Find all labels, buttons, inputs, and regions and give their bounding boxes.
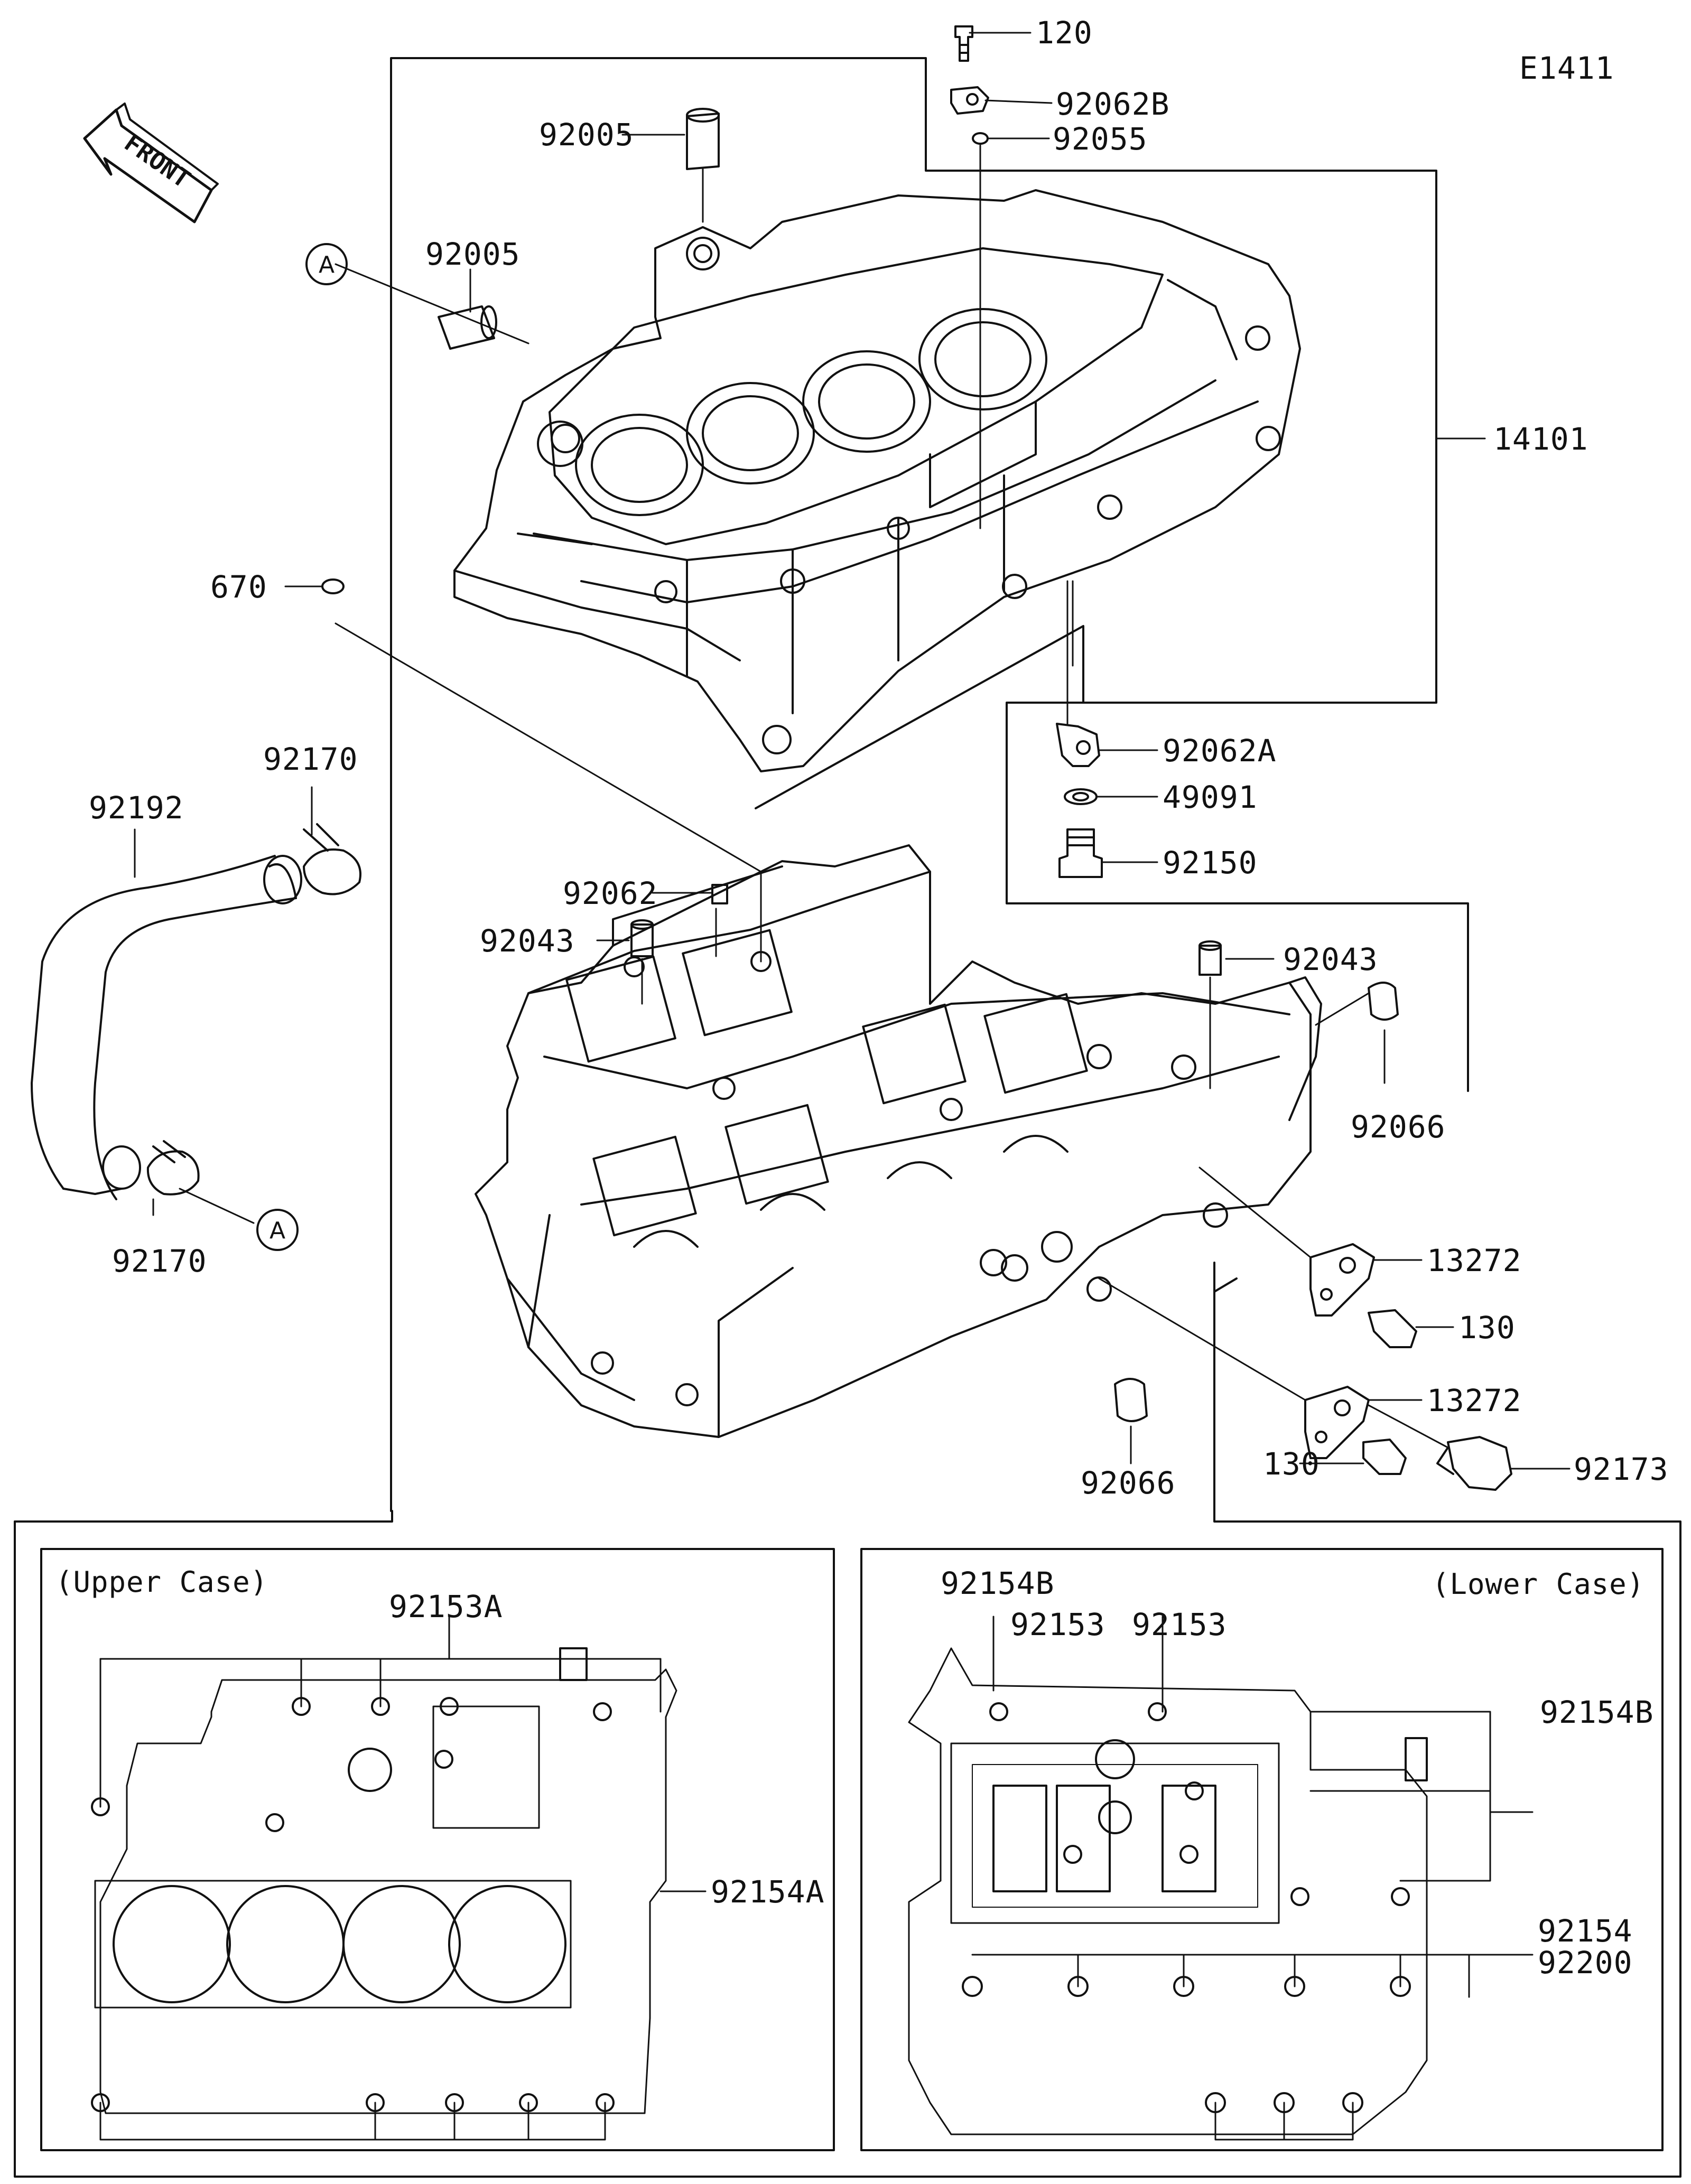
front-arrow-icon [83, 102, 219, 223]
part-92170-bottom: 92170 [112, 1243, 207, 1279]
part-92154B-right: 92154B [1540, 1694, 1654, 1730]
ref-marker-a-top-label: A [319, 251, 335, 278]
part-130-right: 130 [1458, 1310, 1516, 1346]
part-92154: 92154 [1538, 1913, 1633, 1949]
part-92153A: 92153A [389, 1589, 503, 1625]
upper-case-title: (Upper Case) [55, 1565, 268, 1599]
upper-case-inset [40, 1548, 835, 2151]
part-92200: 92200 [1538, 1945, 1633, 1981]
lower-crankcase [475, 844, 1322, 1438]
diagram-code: E1411 [1519, 50, 1614, 86]
part-49091: 49091 [1163, 779, 1258, 815]
part-92005-left: 92005 [425, 236, 521, 272]
part-13272-top: 13272 [1427, 1243, 1522, 1278]
part-92173: 92173 [1574, 1451, 1669, 1487]
part-92055: 92055 [1053, 121, 1148, 157]
part-92066-bottom: 92066 [1081, 1465, 1176, 1501]
leader-lines [134, 32, 1571, 1470]
upper-crankcase [453, 189, 1301, 772]
part-92153-left: 92153 [1010, 1607, 1105, 1642]
part-92150: 92150 [1163, 845, 1258, 881]
frame-lines [14, 57, 1681, 2178]
lower-case-inset [860, 1548, 1664, 2151]
part-92153-right: 92153 [1132, 1607, 1227, 1642]
part-92005-top: 92005 [539, 117, 634, 153]
part-92192: 92192 [89, 790, 184, 826]
part-13272-bottom: 13272 [1427, 1383, 1522, 1418]
small-parts [31, 25, 1512, 1491]
part-14101: 14101 [1493, 421, 1588, 457]
part-670: 670 [210, 569, 267, 605]
part-92043-left: 92043 [480, 923, 575, 959]
ref-marker-a-top: A [305, 243, 348, 285]
part-92043-right: 92043 [1283, 941, 1378, 977]
part-92062A: 92062A [1163, 733, 1277, 769]
part-120: 120 [1036, 15, 1093, 51]
front-label: FRONT [119, 128, 196, 194]
part-130-left: 130 [1263, 1446, 1320, 1482]
part-92062B: 92062B [1056, 86, 1170, 122]
part-92170-top: 92170 [263, 741, 358, 777]
part-92154B-top: 92154B [941, 1565, 1055, 1601]
ref-marker-a-bottom: A [256, 1209, 299, 1251]
lower-case-title: (Lower Case) [1432, 1567, 1645, 1601]
ref-marker-a-bottom-label: A [270, 1217, 285, 1244]
part-92154A: 92154A [711, 1874, 825, 1910]
part-92066-right: 92066 [1351, 1109, 1446, 1145]
part-92062: 92062 [563, 875, 658, 911]
